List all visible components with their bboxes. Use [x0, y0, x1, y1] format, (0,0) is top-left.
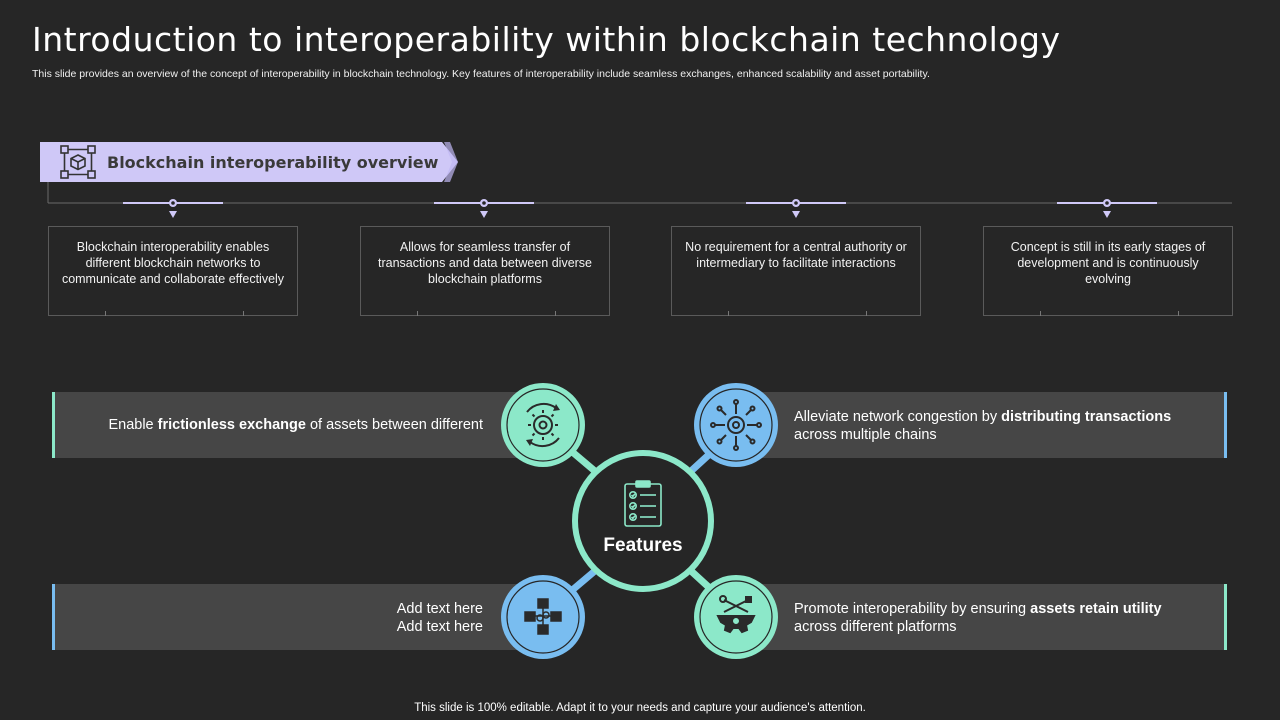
banner-arrow-shape — [40, 142, 458, 182]
features-label: Features — [603, 535, 683, 556]
feature-bar-1: Enable frictionless exchange of assets b… — [52, 392, 555, 458]
banner-label: Blockchain interoperability overview — [107, 153, 439, 172]
overview-timeline — [47, 182, 1232, 218]
feature-node-1 — [501, 383, 585, 467]
overview-card-1: Blockchain interoperability enables diff… — [48, 226, 298, 316]
feature-node-3 — [501, 575, 585, 659]
slide-subtitle: This slide provides an overview of the c… — [32, 68, 930, 80]
timeline-marker — [1057, 199, 1157, 218]
checklist-icon — [624, 480, 662, 527]
feature-text-2: Alleviate network congestion by distribu… — [794, 409, 1172, 443]
linked-blocks-icon — [524, 598, 562, 635]
overview-card-3: No requirement for a central authority o… — [671, 226, 921, 316]
feature-bar-4: Promote interoperability by ensuring ass… — [736, 584, 1227, 650]
overview-card-text: No requirement for a central authority o… — [685, 240, 907, 270]
slide-title: Introduction to interoperability within … — [32, 20, 1061, 59]
feature-node-4 — [694, 575, 778, 659]
feature-text-4: Promote interoperability by ensuring ass… — [794, 601, 1162, 635]
feature-text-1: Enable frictionless exchange of assets b… — [108, 417, 483, 433]
timeline-marker — [746, 199, 846, 218]
overview-card-2: Allows for seamless transfer of transact… — [360, 226, 610, 316]
timeline-marker — [434, 199, 534, 218]
feature-node-2 — [694, 383, 778, 467]
feature-bar-2: Alleviate network congestion by distribu… — [736, 392, 1227, 458]
overview-banner: Blockchain interoperability overview — [40, 142, 458, 182]
overview-card-text: Blockchain interoperability enables diff… — [61, 240, 285, 286]
features-center-circle — [572, 450, 714, 592]
network-gear-icon — [710, 399, 762, 451]
slide-footer: This slide is 100% editable. Adapt it to… — [414, 702, 866, 714]
overview-card-text: Allows for seamless transfer of transact… — [377, 240, 593, 286]
timeline-marker — [123, 199, 223, 218]
overview-card-text: Concept is still in its early stages of … — [1010, 240, 1206, 286]
blockchain-cube-icon — [60, 145, 96, 179]
tools-gear-icon — [716, 595, 756, 634]
overview-card-4: Concept is still in its early stages of … — [983, 226, 1233, 316]
gear-cycle-icon — [526, 402, 560, 448]
